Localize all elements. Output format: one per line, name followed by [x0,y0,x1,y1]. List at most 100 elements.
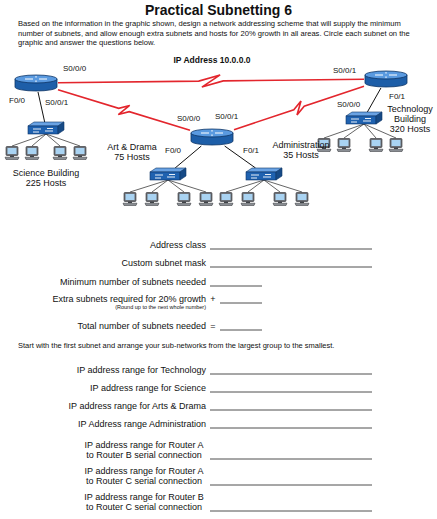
answer-line [210,485,372,486]
question-label: IP address range for Technology [77,365,206,375]
question-label: IP address range for Router B to Router … [82,492,206,512]
switch-front [150,172,180,180]
pc-group [5,139,403,206]
pc-icon [241,193,255,206]
instruction: Start with the first subnet and arrange … [18,341,433,351]
interface-label: F0/0 [164,146,182,155]
lan-cables [12,124,396,192]
pc-icon [219,193,233,206]
serial-link [58,75,364,87]
tech-cables [324,124,396,138]
serial-link [234,86,364,129]
note: (Round up to the next whole number) [115,304,206,310]
interface-label: S0/0/1 [332,66,357,75]
equals-sign: = [208,321,218,331]
pc-icon [273,193,287,206]
question-label: Address class [150,240,206,250]
router: S0/0/1S0/0/0F0/1 [364,70,408,88]
interface-label: S0/0/0 [336,100,361,109]
router-top [15,75,57,83]
switch-icon [246,168,282,180]
pc-icon [25,147,39,160]
router-top [191,129,233,137]
question-label: IP address range for Router A to Router … [82,466,206,486]
pc-icon [295,193,309,206]
lan-switch: Administration 35 Hosts [246,168,282,180]
page-title: Practical Subnetting 6 [0,2,437,18]
switch-side [180,168,186,180]
question-label: IP address range for Science [90,383,206,393]
ethernet-link [367,88,381,112]
interface-label: S0/0/1 [44,98,69,107]
instructions: Based on the information in the graphic … [18,19,420,48]
answer-line [210,374,372,375]
pc-icon [389,139,403,152]
lan-switch: Technology Building 320 Hosts [346,112,382,124]
question-label: Total number of subnets needed [77,321,206,331]
router-arrows [201,130,223,136]
question-label: Minimum number of subnets needed [60,277,206,287]
router-icon [14,74,58,92]
interface-label: S0/0/1 [214,112,239,121]
pc-icon [177,193,191,206]
question-label: IP address range for Router A to Router … [82,440,206,460]
interface-label: S0/0/0 [62,64,87,73]
switch-icon [346,112,382,124]
network-address: IP Address 10.0.0.0 [150,55,274,65]
router-arrows [25,76,47,82]
router-icon [364,70,408,88]
switch-front [246,172,276,180]
router-top [365,71,407,79]
switch-side [276,168,282,180]
switch-front [346,116,376,124]
switch-side [58,122,64,134]
answer-line [210,249,372,250]
science-cables [12,134,80,146]
art-cables [130,180,206,192]
answer-line [210,428,372,429]
pc-icon [73,147,87,160]
switch-arrows [155,175,175,179]
router-arrows [375,72,397,78]
answer-line [210,511,372,512]
network-label: Art & Drama 75 Hosts [104,142,160,162]
pc-icon [53,147,67,160]
serial-link [58,90,190,131]
admin-cables [226,180,302,192]
pc-icon [145,193,159,206]
lan-switch: Science Building 225 Hosts [28,122,64,134]
switch-icon [28,122,64,134]
switch-side [376,112,382,124]
switch-arrows [251,175,271,179]
ethernet-link [38,92,45,122]
question-label: IP Address range Administration [78,419,206,429]
lan-switch: Art & Drama 75 Hosts [150,168,186,180]
interface-label: F0/1 [242,146,260,155]
plus-sign: + [208,294,218,304]
answer-line [220,330,262,331]
question-label: Custom subnet mask [121,258,206,268]
interface-label: F0/1 [388,92,406,101]
pc-icon [337,139,351,152]
switch-icon [150,168,186,180]
answer-line [220,303,262,304]
answer-line [210,267,372,268]
router-icon [190,128,234,146]
question-label: Extra subnets required for 20% growth [52,294,206,304]
answer-line [210,392,372,393]
switch-front [28,126,58,134]
network-label: Science Building 225 Hosts [8,168,84,188]
question-label: IP address range for Arts & Drama [69,401,206,411]
network-label: Technology Building 320 Hosts [386,104,434,134]
answer-line [210,286,262,287]
interface-label: S0/0/0 [176,114,201,123]
pc-icon [5,147,19,160]
answer-line [210,459,372,460]
switch-arrows [351,119,371,123]
answer-blanks [210,249,372,511]
switch-arrows [33,129,53,133]
pc-icon [199,193,213,206]
router: S0/0/0F0/0S0/0/1 [14,74,58,92]
